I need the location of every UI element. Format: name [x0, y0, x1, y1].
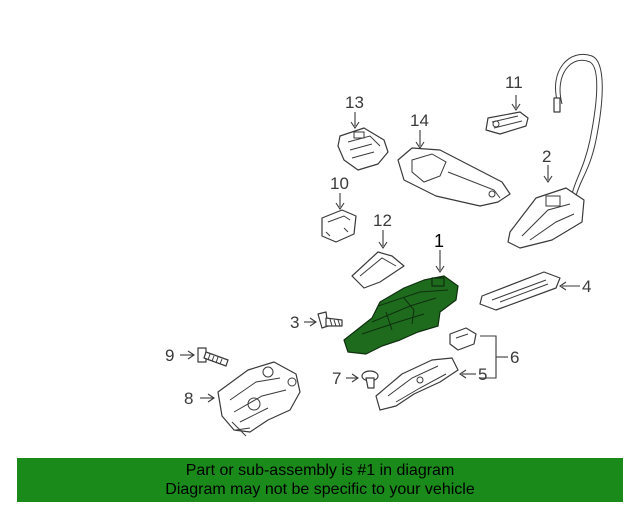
callout-5: 5: [478, 365, 487, 384]
parts-diagram: 11 13 14 2 10: [165, 53, 603, 437]
part-10: [321, 193, 357, 243]
part-8: [200, 361, 301, 437]
part-1-highlighted: [343, 250, 459, 355]
callout-7: 7: [332, 369, 341, 388]
callout-2: 2: [542, 147, 551, 166]
callout-4: 4: [582, 277, 591, 296]
callout-3: 3: [290, 313, 299, 332]
info-banner: Part or sub-assembly is #1 in diagram Di…: [17, 458, 623, 502]
callout-6: 6: [510, 348, 519, 367]
banner-line-2: Diagram may not be specific to your vehi…: [165, 481, 475, 498]
part-14: [397, 130, 511, 207]
part-13: [337, 112, 389, 171]
part-5: [375, 357, 476, 411]
callout-12: 12: [373, 211, 392, 230]
part-12: [351, 230, 405, 289]
banner-line-1: Part or sub-assembly is #1 in diagram: [185, 462, 455, 479]
callout-13: 13: [345, 93, 364, 112]
part-7: [346, 370, 379, 389]
part-9: [180, 347, 229, 367]
callout-1: 1: [434, 231, 444, 251]
callout-10: 10: [330, 174, 349, 193]
callout-9: 9: [165, 346, 174, 365]
part-3: [304, 311, 343, 329]
part-11: [485, 95, 529, 135]
callout-11: 11: [505, 73, 523, 92]
callout-14: 14: [410, 111, 429, 130]
callout-8: 8: [184, 389, 193, 408]
part-6: [449, 327, 508, 379]
part-4: [479, 271, 580, 311]
part-2: [507, 53, 603, 249]
